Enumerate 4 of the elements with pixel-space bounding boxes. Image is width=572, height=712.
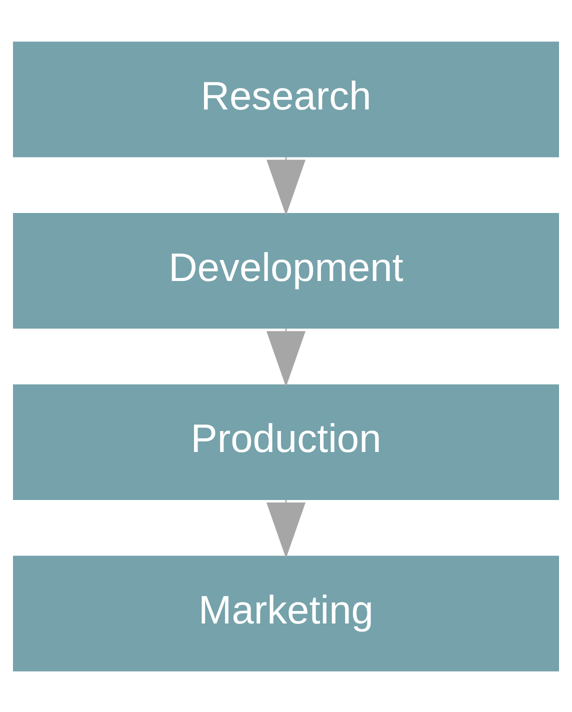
node-box: Marketing (13, 555, 559, 671)
node-box: Production (13, 384, 559, 500)
node-box: Research (13, 41, 559, 157)
node-box: Development (13, 212, 559, 328)
